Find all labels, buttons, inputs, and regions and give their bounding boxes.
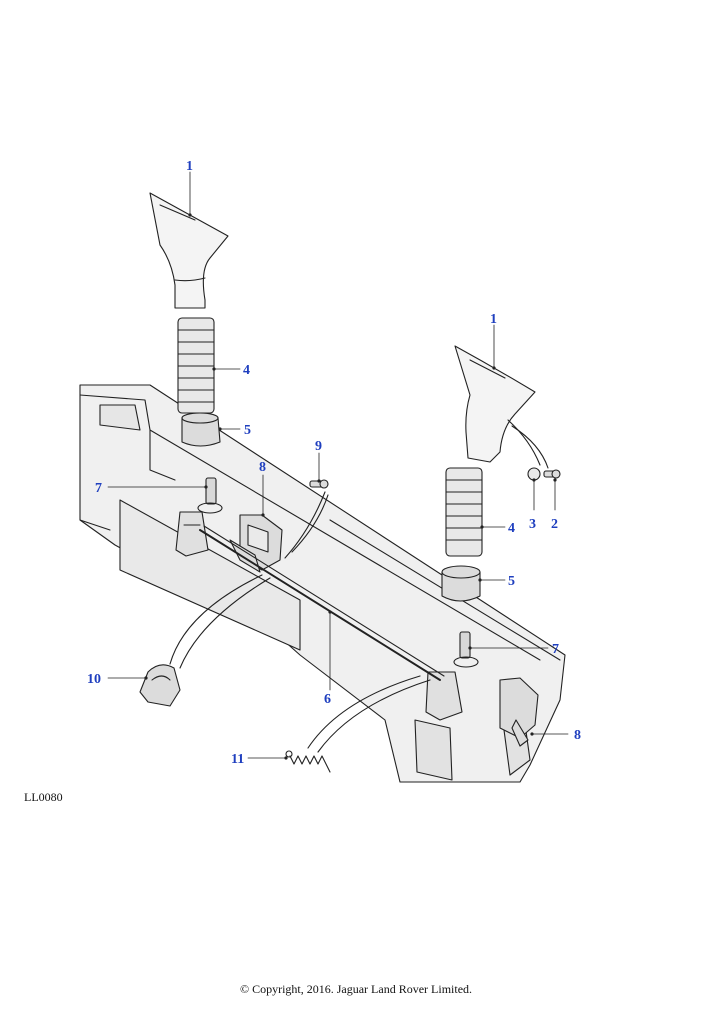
callout-6: 6 bbox=[324, 692, 331, 707]
screw-2 bbox=[543, 469, 561, 479]
callout-7-left: 7 bbox=[95, 481, 102, 496]
hose-right bbox=[445, 467, 483, 557]
spring bbox=[289, 755, 331, 773]
callout-5-left: 5 bbox=[244, 423, 251, 438]
callout-2: 2 bbox=[551, 517, 558, 532]
pin-right bbox=[453, 631, 479, 668]
callout-4-left: 4 bbox=[243, 363, 250, 378]
clip-left bbox=[175, 511, 209, 557]
leader-lines bbox=[107, 171, 569, 759]
exploded-lines bbox=[169, 419, 549, 753]
callout-11: 11 bbox=[231, 752, 244, 767]
diagram-reference-code: LL0080 bbox=[24, 790, 63, 804]
leader-dots bbox=[144, 213, 557, 760]
callout-1-right: 1 bbox=[490, 312, 497, 327]
callout-labels: 1 4 5 7 8 9 1 3 2 4 5 7 10 6 8 11 bbox=[87, 159, 581, 767]
duct-right bbox=[454, 345, 536, 463]
callout-9: 9 bbox=[315, 439, 322, 454]
callout-4-right: 4 bbox=[508, 521, 515, 536]
washer bbox=[527, 467, 541, 481]
callout-8-left: 8 bbox=[259, 460, 266, 475]
copyright-notice: © Copyright, 2016. Jaguar Land Rover Lim… bbox=[239, 982, 473, 996]
collar-left bbox=[181, 412, 221, 447]
callout-10: 10 bbox=[87, 672, 101, 687]
retaining-clip bbox=[139, 664, 181, 707]
hose-left bbox=[177, 317, 215, 414]
callout-8-right: 8 bbox=[574, 728, 581, 743]
callout-7-right: 7 bbox=[552, 642, 559, 657]
collar-right bbox=[441, 565, 481, 602]
control-rod bbox=[199, 529, 441, 681]
screw-9 bbox=[309, 479, 329, 489]
callout-3: 3 bbox=[529, 517, 536, 532]
duct-left bbox=[149, 192, 229, 309]
pin-left bbox=[197, 477, 223, 514]
clip-right bbox=[425, 671, 463, 721]
callout-1-left: 1 bbox=[186, 159, 193, 174]
callout-5-right: 5 bbox=[508, 574, 515, 589]
bracket-right bbox=[499, 677, 539, 747]
bracket-left bbox=[229, 514, 283, 573]
